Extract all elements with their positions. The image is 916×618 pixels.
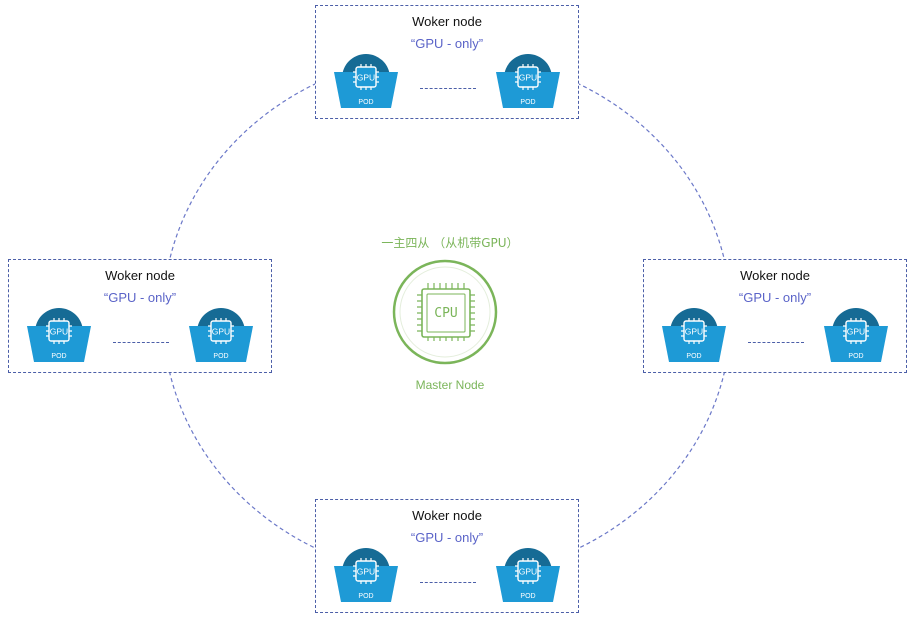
pod-separator <box>420 88 476 89</box>
worker-node-bottom: Woker node “GPU - only” GPU POD <box>315 499 579 613</box>
pod-icon: GPU POD <box>332 50 400 112</box>
worker-node-subtitle: “GPU - only” <box>410 530 484 545</box>
pod-icon: GPU POD <box>660 304 728 366</box>
pod-label: POD <box>848 353 863 360</box>
pod-label: POD <box>520 99 535 106</box>
svg-text:GPU: GPU <box>519 567 537 577</box>
worker-node-subtitle: “GPU - only” <box>738 290 812 305</box>
worker-node-left: Woker node “GPU - only” GPU POD <box>8 259 272 373</box>
master-caption: 一主四从 （从机带GPU） <box>381 236 519 250</box>
cpu-chip-label: CPU <box>434 306 457 321</box>
pod-label: POD <box>51 353 66 360</box>
pod-icon: GPU POD <box>332 544 400 606</box>
gpu-chip-icon: GPU <box>843 318 869 344</box>
pod-label: POD <box>520 593 535 600</box>
svg-text:GPU: GPU <box>847 327 865 337</box>
worker-node-subtitle: “GPU - only” <box>103 290 177 305</box>
pod-icon: GPU POD <box>187 304 255 366</box>
worker-node-top: Woker node “GPU - only” GPU POD <box>315 5 579 119</box>
pod-label: POD <box>358 593 373 600</box>
pod-icon: GPU POD <box>822 304 890 366</box>
pod-icon: GPU POD <box>494 544 562 606</box>
worker-node-subtitle: “GPU - only” <box>410 36 484 51</box>
svg-text:GPU: GPU <box>357 567 375 577</box>
pod-icon: GPU POD <box>494 50 562 112</box>
worker-node-title: Woker node <box>412 508 482 523</box>
pod-label: POD <box>213 353 228 360</box>
gpu-chip-icon: GPU <box>681 318 707 344</box>
worker-node-title: Woker node <box>105 268 175 283</box>
cpu-chip-icon: CPU <box>392 259 498 365</box>
master-node-label: Master Node <box>415 378 485 392</box>
svg-text:GPU: GPU <box>519 73 537 83</box>
svg-text:GPU: GPU <box>685 327 703 337</box>
gpu-chip-icon: GPU <box>46 318 72 344</box>
gpu-chip-icon: GPU <box>515 558 541 584</box>
pod-separator <box>420 582 476 583</box>
svg-text:GPU: GPU <box>357 73 375 83</box>
worker-node-title: Woker node <box>412 14 482 29</box>
pod-icon: GPU POD <box>25 304 93 366</box>
pod-separator <box>748 342 804 343</box>
worker-node-title: Woker node <box>740 268 810 283</box>
gpu-chip-icon: GPU <box>208 318 234 344</box>
pod-label: POD <box>686 353 701 360</box>
svg-text:GPU: GPU <box>50 327 68 337</box>
gpu-chip-icon: GPU <box>353 558 379 584</box>
svg-text:GPU: GPU <box>212 327 230 337</box>
pod-separator <box>113 342 169 343</box>
gpu-chip-icon: GPU <box>353 64 379 90</box>
worker-node-right: Woker node “GPU - only” GPU POD <box>643 259 907 373</box>
pod-label: POD <box>358 99 373 106</box>
gpu-chip-icon: GPU <box>515 64 541 90</box>
